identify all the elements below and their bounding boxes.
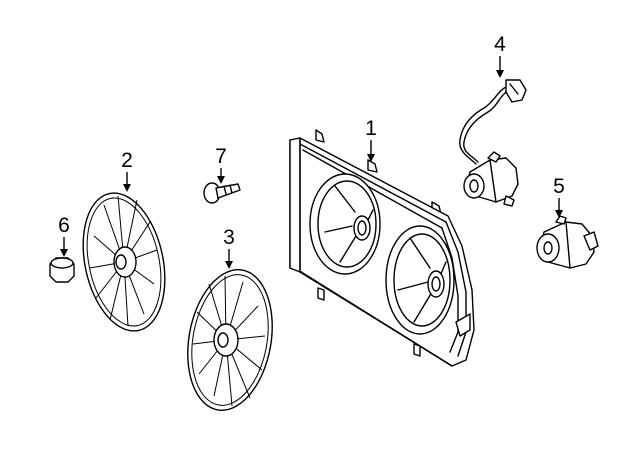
callout-5: 5 bbox=[553, 175, 565, 198]
callout-3: 3 bbox=[223, 226, 235, 249]
fan-blade-3 bbox=[187, 269, 273, 411]
callout-7: 7 bbox=[215, 145, 227, 168]
shroud-1 bbox=[289, 129, 475, 367]
callout-4: 4 bbox=[494, 33, 506, 56]
fan-blade-2 bbox=[82, 192, 166, 332]
callout-2: 2 bbox=[121, 149, 133, 172]
callout-6: 6 bbox=[58, 214, 70, 237]
leader-arrows bbox=[60, 56, 563, 269]
motor-5 bbox=[536, 215, 599, 269]
nut-6 bbox=[49, 257, 75, 283]
motor-4 bbox=[459, 79, 527, 207]
callout-1: 1 bbox=[365, 117, 377, 140]
clip-7 bbox=[203, 182, 241, 204]
